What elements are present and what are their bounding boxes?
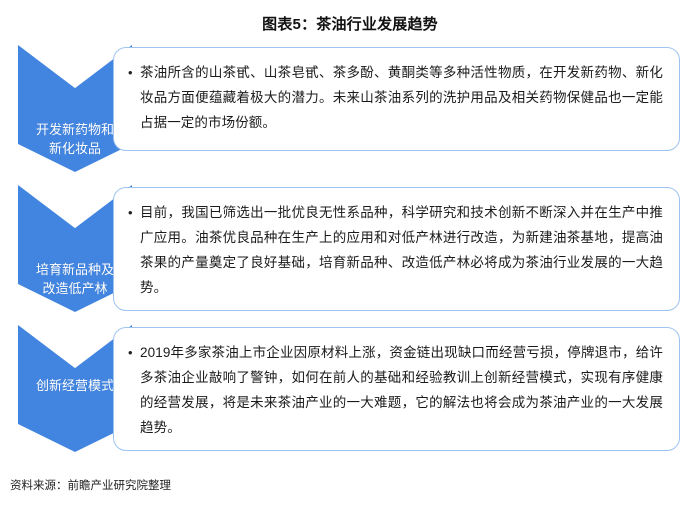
trend-text-1: 茶油所含的山茶甙、山茶皂甙、茶多酚、黄酮类等多种活性物质，在开发新药物、新化妆品… <box>140 65 663 130</box>
trend-row: 创新经营模式 • 2019年多家茶油上市企业因原材料上涨，资金链出现缺口而经营亏… <box>0 325 700 465</box>
chevron-label-1: 开发新药物和 新化妆品 <box>35 122 114 156</box>
trend-card-1: • 茶油所含的山茶甙、山茶皂甙、茶多酚、黄酮类等多种活性物质，在开发新药物、新化… <box>113 47 680 151</box>
chevron-label-3: 创新经营模式 <box>35 378 114 393</box>
source-note: 资料来源：前瞻产业研究院整理 <box>10 480 171 492</box>
trend-text-3: 2019年多家茶油上市企业因原材料上涨，资金链出现缺口而经营亏损，停牌退市，给许… <box>140 345 663 435</box>
bullet-icon: • <box>128 205 133 220</box>
trend-rows: 开发新药物和 新化妆品 • 茶油所含的山茶甙、山茶皂甙、茶多酚、黄酮类等多种活性… <box>0 45 700 465</box>
trend-row: 培育新品种及 改造低产林 • 目前，我国已筛选出一批优良无性系品种，科学研究和技… <box>0 185 700 325</box>
trend-text-2: 目前，我国已筛选出一批优良无性系品种，科学研究和技术创新不断深入并在生产中推广应… <box>140 205 663 295</box>
chevron-label-2: 培育新品种及 改造低产林 <box>35 262 114 296</box>
bullet-icon: • <box>128 65 133 80</box>
trend-card-3: • 2019年多家茶油上市企业因原材料上涨，资金链出现缺口而经营亏损，停牌退市，… <box>113 327 680 451</box>
trend-card-2: • 目前，我国已筛选出一批优良无性系品种，科学研究和技术创新不断深入并在生产中推… <box>113 187 680 311</box>
trend-row: 开发新药物和 新化妆品 • 茶油所含的山茶甙、山茶皂甙、茶多酚、黄酮类等多种活性… <box>0 45 700 185</box>
bullet-icon: • <box>128 345 133 360</box>
page-title: 图表5：茶油行业发展趋势 <box>262 16 438 33</box>
